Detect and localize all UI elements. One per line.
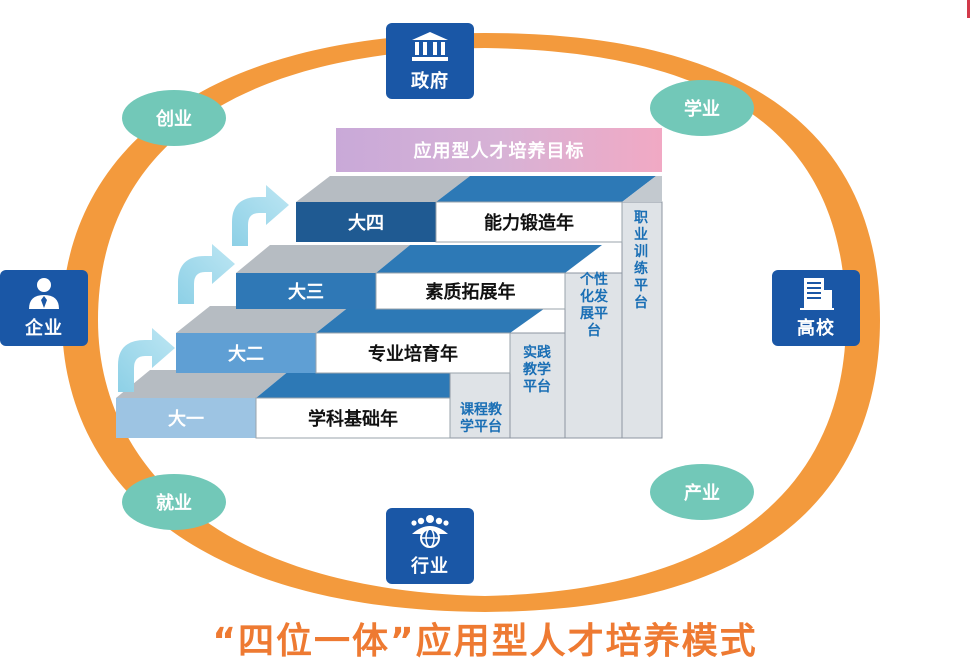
step3-year-face [375,272,566,310]
step2-year-face [315,332,511,374]
grade-label-4: 大四 [348,213,384,234]
grade-label-1: 大一 [168,409,204,430]
step3-top-blue [376,245,602,273]
industry-group-icon [408,514,452,548]
person-icon [22,276,66,310]
corner-mark [967,0,970,18]
platform-col-4-side [622,176,662,202]
step2-top-blue [316,306,548,333]
step1-year-face [255,397,451,439]
node-industry-label: 行业 [411,556,449,577]
ellipse-xueye: 学业 [650,80,754,136]
university-building-icon [794,276,838,310]
government-building-icon [408,29,452,63]
node-government: 政府 [386,23,474,99]
node-government-label: 政府 [411,71,449,92]
step4-top-blue [436,176,656,202]
ellipse-jiuye: 就业 [122,474,226,530]
arrow-3 [232,185,289,246]
step4-grade-face [296,202,436,242]
platform-col-2 [509,332,566,439]
grade-label-2: 大二 [228,344,264,365]
goal-label: 应用型人才培养目标 [413,141,585,162]
arrow-2 [178,244,235,304]
step4-year-face [435,201,623,243]
ellipse-chuangye: 创业 [122,90,226,146]
diagram-title: “四位一体”应用型人才培养模式 [212,621,758,662]
platform-label-4: 职业训练平台 [634,210,648,311]
year-label-2: 专业培育年 [368,344,458,365]
step1-grade-face [116,398,256,438]
stair-structure [116,128,663,439]
step2-grade-face [176,333,316,373]
grade-label-3: 大三 [288,282,324,303]
platform-label-2: 实践教学平台 [523,345,551,395]
node-industry: 行业 [386,508,474,584]
node-enterprise-label: 企业 [25,318,63,339]
platform-col-3 [564,272,623,439]
node-enterprise: 企业 [0,270,88,346]
step1-top [116,370,290,398]
step2-top [176,306,350,333]
platform-label-1: 课程教学平台 [460,402,502,435]
year-label-1: 学科基础年 [308,409,398,430]
step3-top [236,245,410,273]
node-university-label: 高校 [797,318,835,339]
progress-arrows [118,185,289,392]
platform-label-3: 个性化发展平台 [580,272,608,339]
node-university: 高校 [772,270,860,346]
year-label-3: 素质拓展年 [425,282,516,303]
year-label-4: 能力锻造年 [484,213,574,234]
step1-top-blue [256,370,490,398]
ellipse-chanye: 产业 [650,464,754,520]
step3-grade-face [236,273,376,309]
step4-top [296,176,470,202]
goal-banner [336,128,662,172]
arrow-1 [118,328,175,392]
